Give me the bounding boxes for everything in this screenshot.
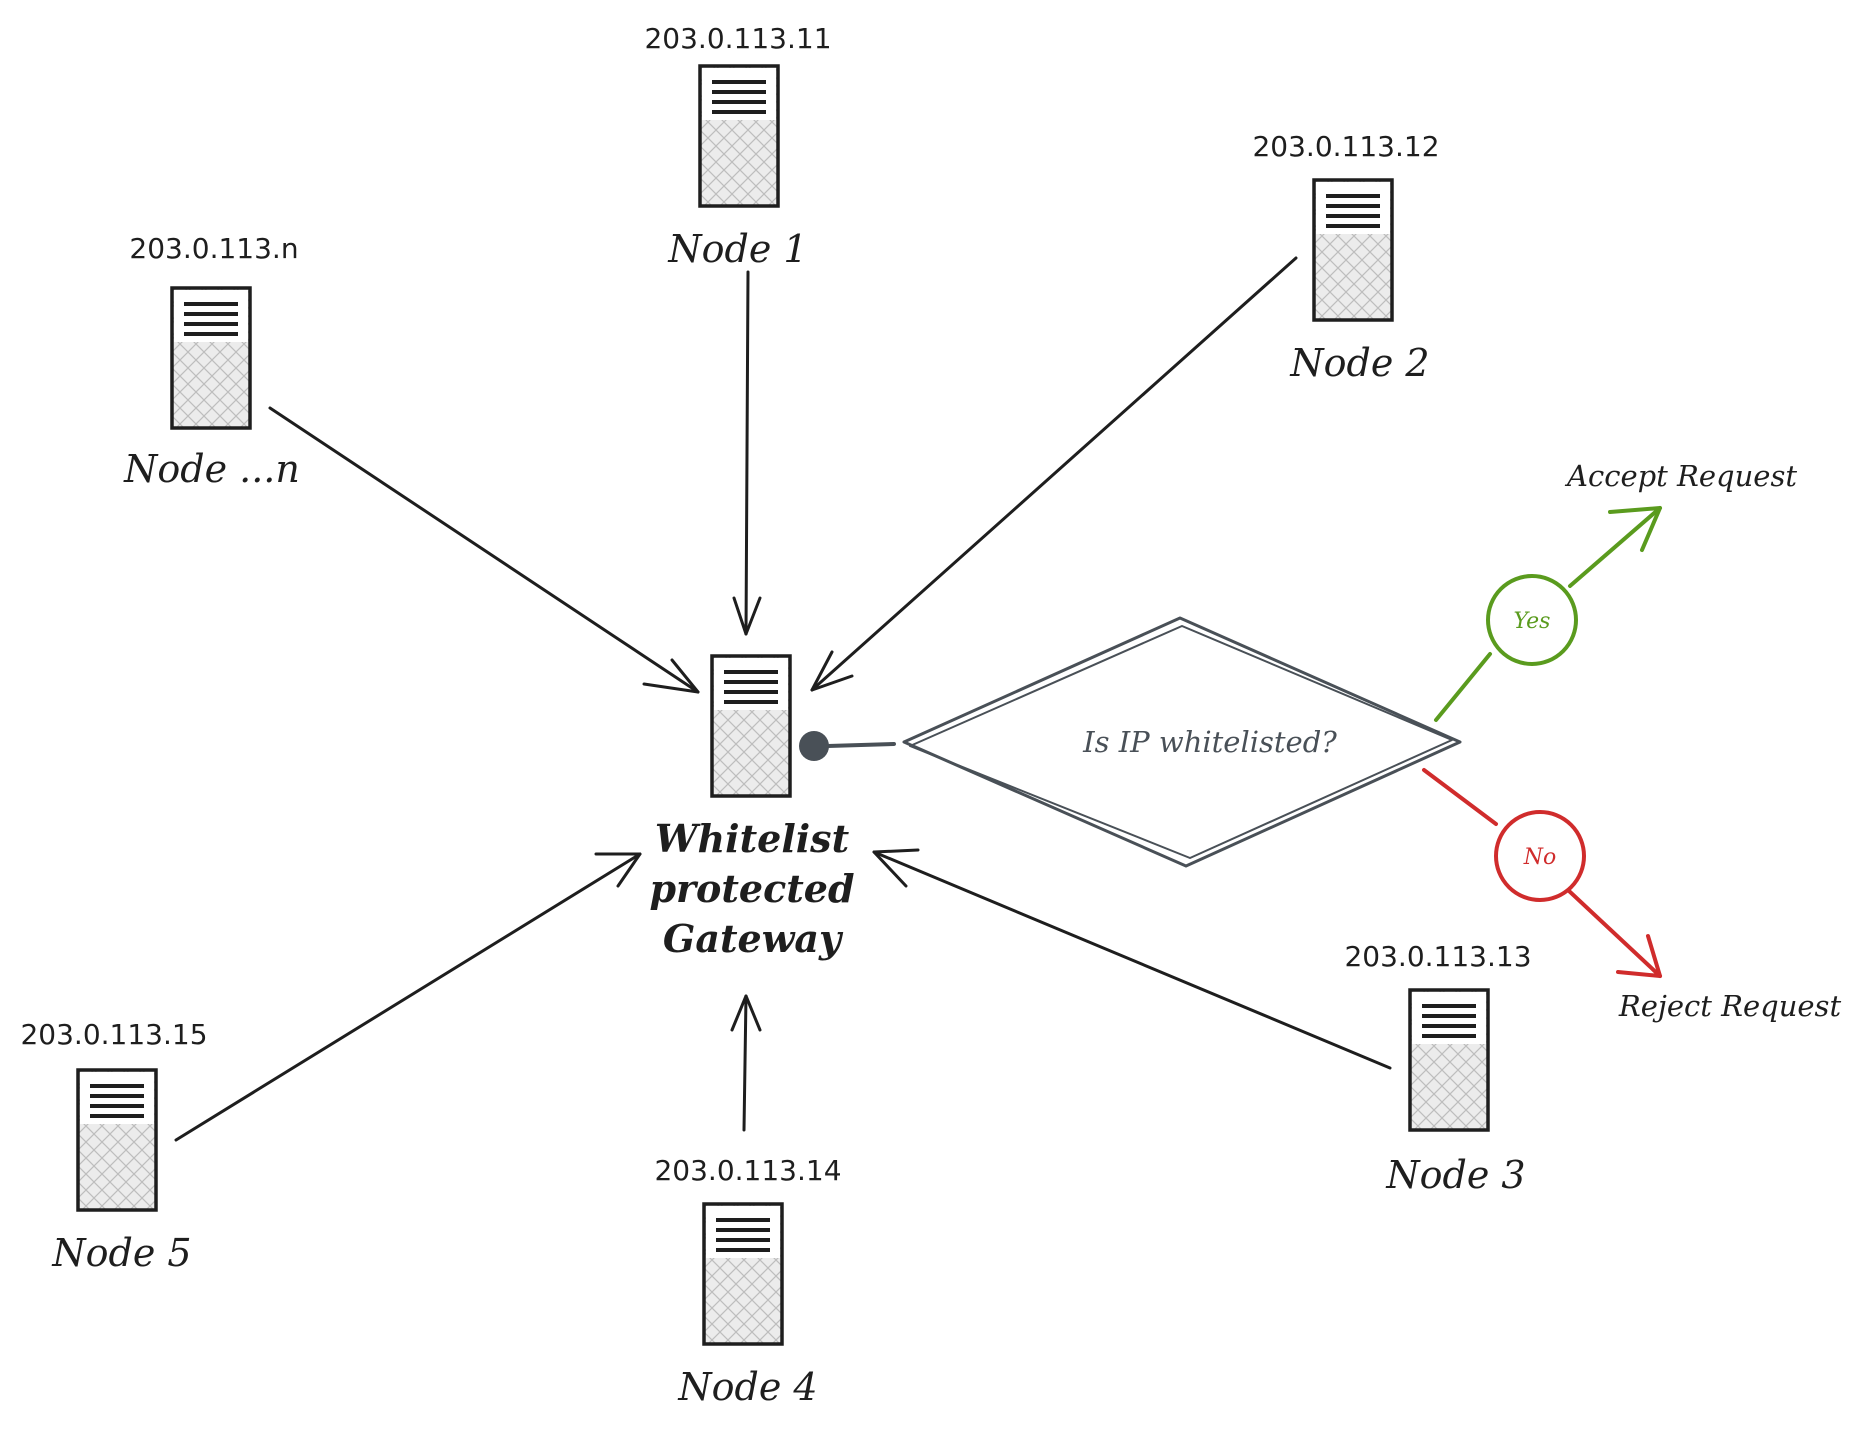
edge-node-3 [872,848,1392,1070]
no-branch: No [1422,768,1662,978]
node-2-label: Node 2 [1289,341,1429,385]
node-2: 203.0.113.12 Node 2 [1252,130,1439,385]
no-label: No [1523,845,1557,870]
edge-node-4 [730,994,762,1132]
yes-circle [1486,574,1578,666]
node-2-ip: 203.0.113.12 [1252,130,1439,163]
edge-node-1 [732,270,762,636]
node-4-ip: 203.0.113.14 [654,1154,841,1187]
node-n-ip: 203.0.113.n [129,232,298,265]
accept-request-label: Accept Request [1564,459,1797,493]
decision-diamond: Is IP whitelisted? [902,616,1462,868]
node-n-label: Node ...n [123,447,300,491]
edge-node-2 [810,256,1298,692]
node-1: 203.0.113.11 Node 1 [644,22,831,271]
gateway-label-line-3: Gateway [663,916,844,961]
node-3-label: Node 3 [1385,1153,1525,1197]
decision-question: Is IP whitelisted? [1082,725,1337,759]
node-4: 203.0.113.14 Node 4 [654,1154,841,1409]
node-3: 203.0.113.13 Node 3 [1344,940,1531,1197]
gateway-server: Whitelist protected Gateway [649,654,855,961]
node-5-label: Node 5 [51,1231,191,1275]
reject-request-label: Reject Request [1618,989,1842,1023]
yes-label: Yes [1514,609,1551,634]
gateway-decision-connector [799,731,896,761]
node-1-label: Node 1 [667,227,807,271]
node-n: 203.0.113.n Node ...n [123,232,300,491]
node-3-ip: 203.0.113.13 [1344,940,1531,973]
node-1-ip: 203.0.113.11 [644,22,831,55]
edge-node-5 [174,852,642,1142]
connector-dot [799,731,829,761]
gateway-label-line-2: protected [649,866,854,911]
node-4-label: Node 4 [677,1365,817,1409]
node-5-ip: 203.0.113.15 [20,1018,207,1051]
no-circle [1494,810,1586,902]
gateway-label-line-1: Whitelist [655,816,850,861]
node-5: 203.0.113.15 Node 5 [20,1018,207,1275]
yes-branch: Yes [1434,506,1662,722]
edge-node-n [268,406,700,694]
